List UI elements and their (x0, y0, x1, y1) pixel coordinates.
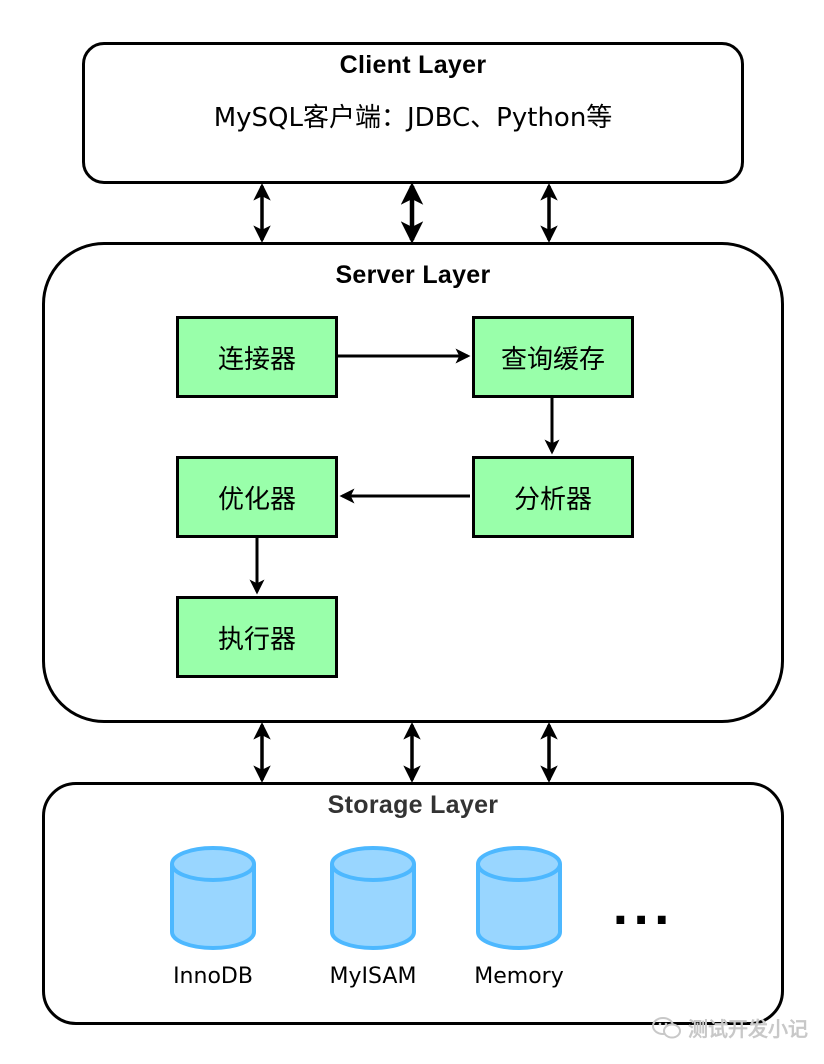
engine-label-memory: Memory (474, 964, 564, 989)
server-layer: Server Layer (42, 242, 784, 723)
server-layer-title: Server Layer (335, 261, 491, 289)
client-layer-description: MySQL客户端：JDBC、Python等 (213, 103, 613, 133)
engine-label-myisam: MyISAM (329, 964, 417, 989)
watermark-text: 测试开发小记 (688, 1017, 808, 1041)
client-layer-title: Client Layer (339, 51, 487, 79)
query-cache-box: 查询缓存 (472, 316, 634, 398)
wechat-icon (652, 1016, 681, 1038)
memory-database-icon (476, 846, 562, 950)
connector-box: 连接器 (176, 316, 338, 398)
watermark: 测试开发小记 (652, 1013, 808, 1042)
myisam-database-icon (330, 846, 416, 950)
client-layer: Client Layer MySQL客户端：JDBC、Python等 (82, 42, 744, 184)
storage-layer-title: Storage Layer (327, 791, 499, 819)
executor-box: 执行器 (176, 596, 338, 678)
innodb-database-icon (170, 846, 256, 950)
more-engines-ellipsis: ... (612, 884, 675, 935)
engine-label-innodb: InnoDB (173, 964, 253, 989)
analyzer-box: 分析器 (472, 456, 634, 538)
optimizer-box: 优化器 (176, 456, 338, 538)
